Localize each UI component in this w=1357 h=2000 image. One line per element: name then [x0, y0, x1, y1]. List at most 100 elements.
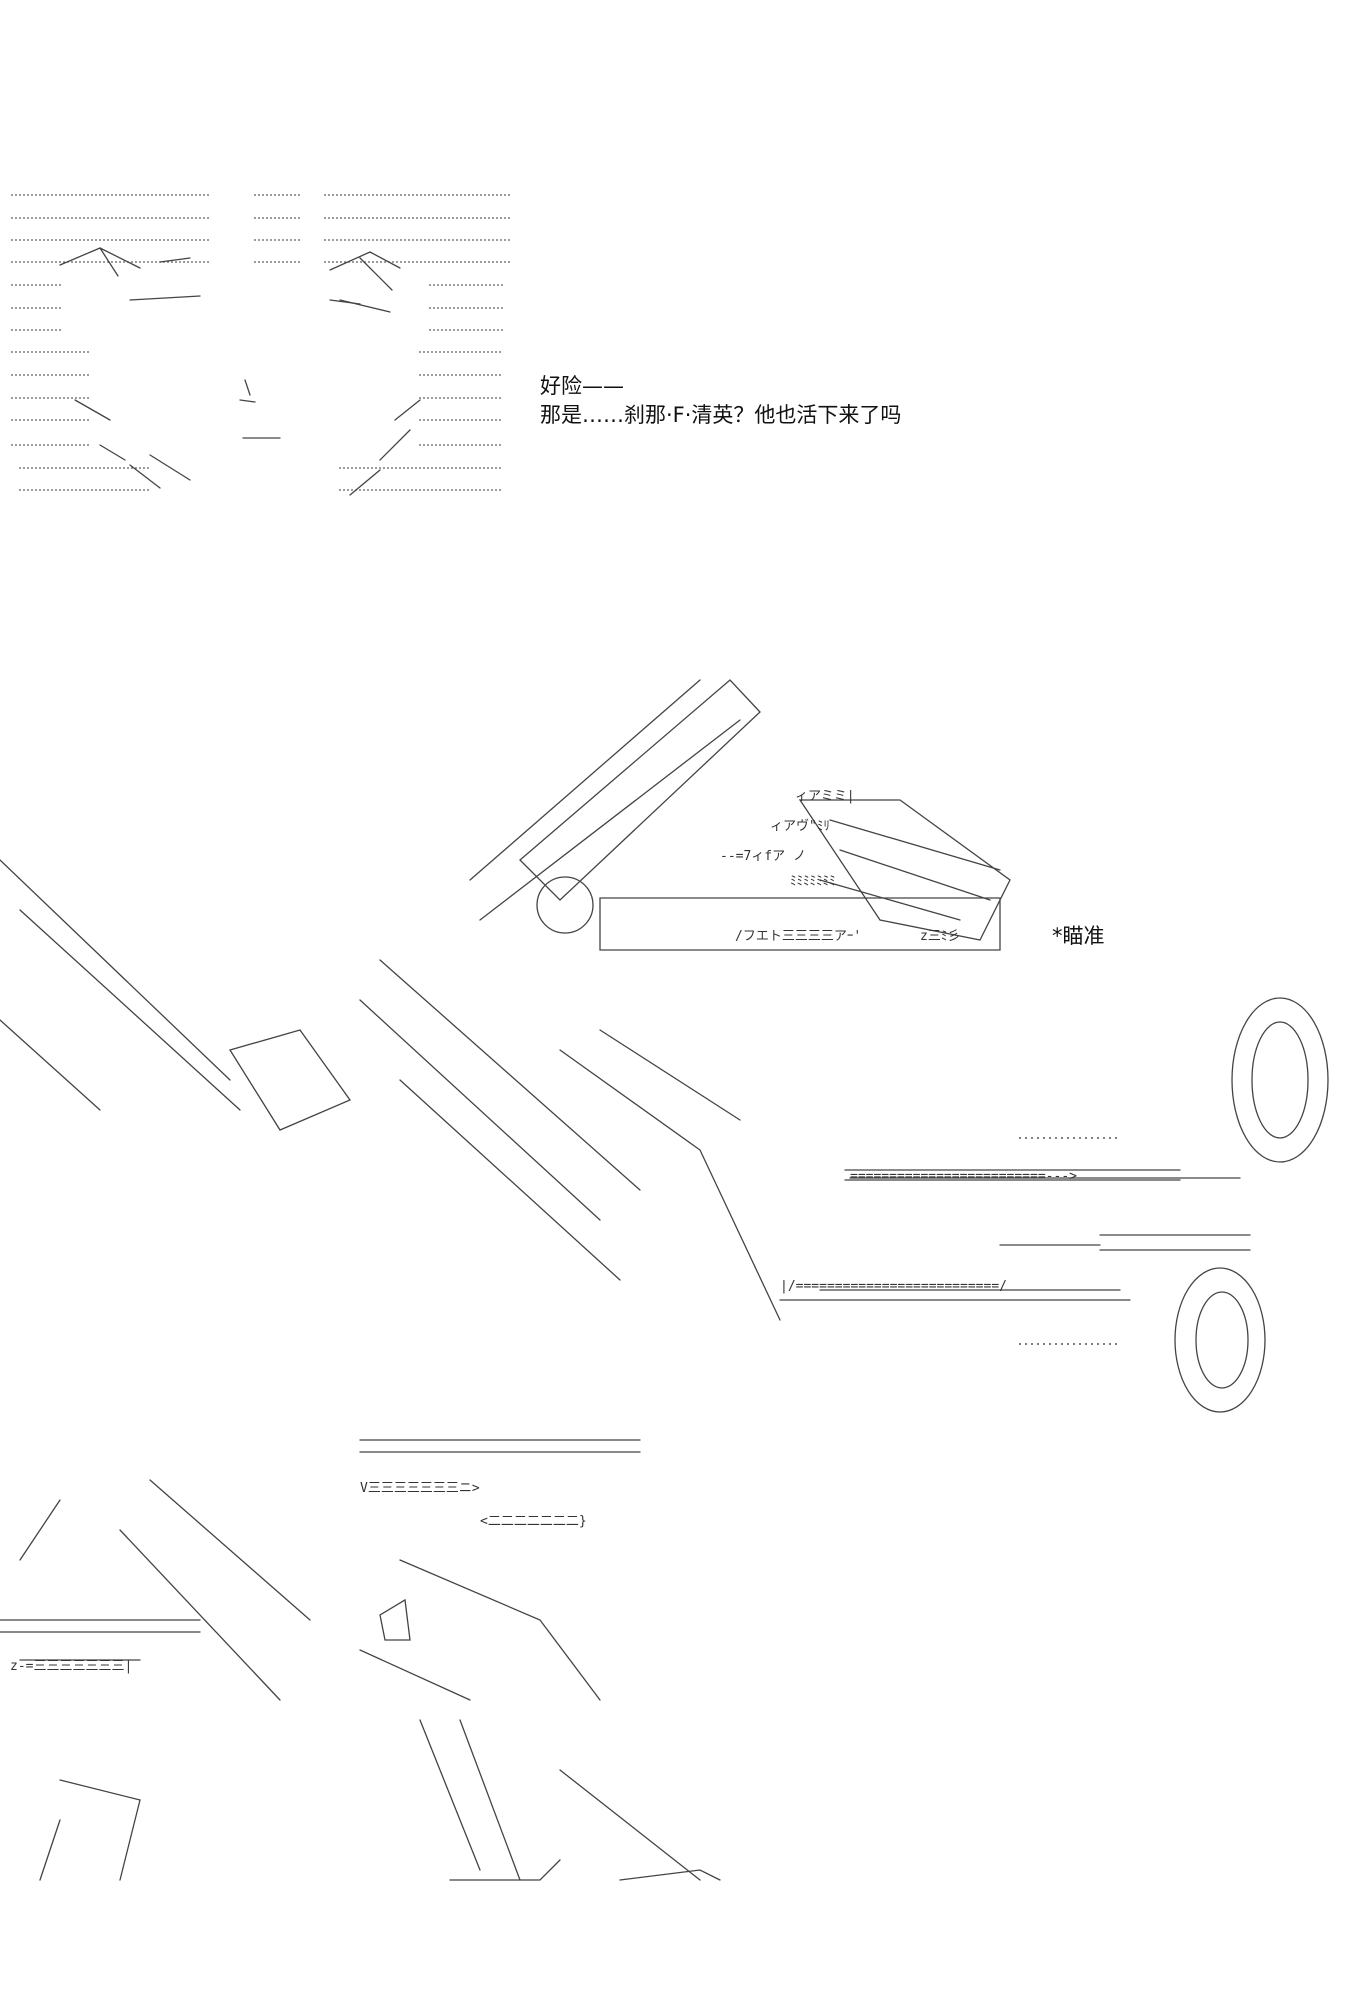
face-dot: [475, 351, 477, 353]
face-dot: [367, 489, 369, 491]
face-dot: [63, 489, 65, 491]
face-dot: [195, 217, 197, 219]
face-dot: [428, 194, 430, 196]
face-dot: [51, 444, 53, 446]
face-dot: [179, 194, 181, 196]
face-dot: [459, 419, 461, 421]
face-dot: [39, 239, 41, 241]
face-dot: [489, 307, 491, 309]
face-dot: [489, 329, 491, 331]
face-dot: [404, 194, 406, 196]
face-dot: [87, 489, 89, 491]
face-dot: [51, 467, 53, 469]
face-dot: [123, 217, 125, 219]
face-dot: [347, 467, 349, 469]
face-dot: [11, 239, 13, 241]
face-dot: [83, 351, 85, 353]
face-dot: [143, 239, 145, 241]
mecha-dot: [1031, 1343, 1033, 1345]
face-dot: [143, 217, 145, 219]
face-dot: [103, 217, 105, 219]
face-dot: [55, 261, 57, 263]
face-dot: [139, 261, 141, 263]
face-dot: [480, 217, 482, 219]
face-dot: [495, 444, 497, 446]
face-dot: [375, 467, 377, 469]
face-dot: [431, 444, 433, 446]
face-dot: [360, 194, 362, 196]
face-dot: [504, 194, 506, 196]
face-dot: [59, 374, 61, 376]
face-dot: [175, 217, 177, 219]
face-dot: [491, 489, 493, 491]
face-dot: [483, 467, 485, 469]
face-dot: [35, 351, 37, 353]
face-dot: [496, 217, 498, 219]
face-dot: [135, 239, 137, 241]
face-dot: [51, 239, 53, 241]
face-dot: [19, 467, 21, 469]
face-dot: [472, 239, 474, 241]
face-dot: [19, 217, 21, 219]
face-dot: [63, 194, 65, 196]
face-dot: [477, 329, 479, 331]
face-dot: [488, 261, 490, 263]
face-dot: [479, 467, 481, 469]
face-dot: [171, 194, 173, 196]
face-dot: [67, 419, 69, 421]
mecha-dot: [1043, 1137, 1045, 1139]
face-dot: [459, 467, 461, 469]
face-dot: [258, 194, 260, 196]
mecha-dot: [1043, 1343, 1045, 1345]
face-dot: [35, 467, 37, 469]
face-dot: [396, 239, 398, 241]
face-dot: [67, 239, 69, 241]
face-dot: [31, 444, 33, 446]
face-dot: [31, 374, 33, 376]
face-dot: [23, 284, 25, 286]
face-dot: [491, 467, 493, 469]
face-dot: [87, 351, 89, 353]
face-dot: [151, 239, 153, 241]
face-dot: [183, 239, 185, 241]
face-dot: [459, 351, 461, 353]
face-dot: [27, 351, 29, 353]
scope-blade: [519, 679, 761, 901]
face-dot: [127, 217, 129, 219]
face-dot: [376, 217, 378, 219]
mecha-dot: [1073, 1343, 1075, 1345]
face-dot: [23, 239, 25, 241]
face-dot: [135, 217, 137, 219]
face-dot: [43, 194, 45, 196]
right-foot-lines: [449, 1859, 721, 1881]
face-dot: [419, 489, 421, 491]
face-dot: [336, 261, 338, 263]
face-dot: [467, 467, 469, 469]
face-dot: [254, 239, 256, 241]
svg-text:V三三三三三三三ニ>: V三三三三三三三ニ>: [360, 1481, 480, 1496]
face-dot: [79, 239, 81, 241]
face-dot: [435, 419, 437, 421]
face-dot: [63, 467, 65, 469]
face-dot: [344, 239, 346, 241]
face-dot: [55, 419, 57, 421]
face-dot: [87, 397, 89, 399]
face-dot: [95, 239, 97, 241]
face-dot: [508, 239, 510, 241]
face-dot: [415, 467, 417, 469]
face-dot: [31, 284, 33, 286]
face-dot: [55, 351, 57, 353]
face-dot: [207, 217, 209, 219]
face-dot: [290, 217, 292, 219]
mecha-dot: [1097, 1343, 1099, 1345]
face-dot: [43, 419, 45, 421]
face-dot: [368, 194, 370, 196]
face-dot: [115, 239, 117, 241]
face-dot: [504, 217, 506, 219]
face-dot: [47, 489, 49, 491]
face-dot: [467, 374, 469, 376]
face-dot: [408, 194, 410, 196]
face-dot: [400, 239, 402, 241]
face-dot: [455, 489, 457, 491]
face-dot: [131, 217, 133, 219]
